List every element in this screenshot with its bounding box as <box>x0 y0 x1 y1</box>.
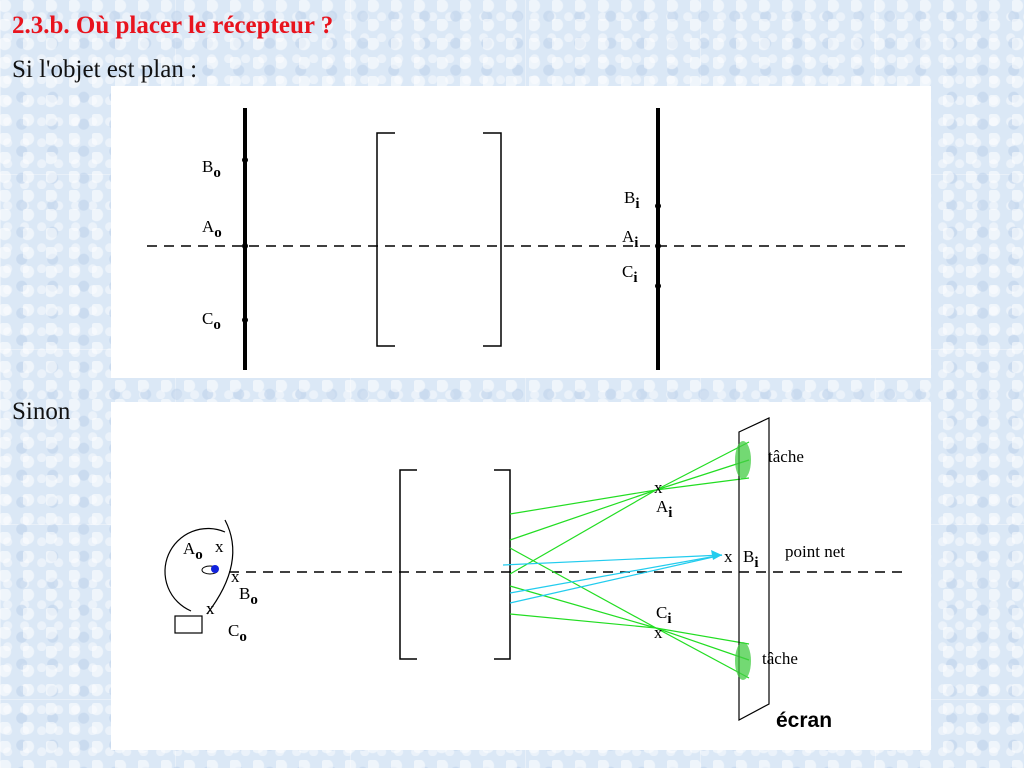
label-ci: Ci <box>622 262 638 286</box>
point-bi <box>655 203 661 209</box>
eye-dot <box>211 565 219 573</box>
screen <box>738 417 770 721</box>
slide-title: 2.3.b. Où placer le récepteur ? <box>12 12 334 39</box>
label-bi: Bi <box>624 188 640 212</box>
cross-bi: x <box>724 547 733 566</box>
cross-co: x <box>206 599 215 618</box>
point-co <box>242 317 248 323</box>
point-ao <box>242 243 248 249</box>
blur-spot-top <box>735 441 751 479</box>
cross-ai: x <box>654 478 663 497</box>
cross-ci: x <box>654 623 663 642</box>
label-ai-2: Ai <box>656 497 672 521</box>
diagram-plane-object-svg: Bo Ao Co Bi Ai Ci <box>147 108 911 370</box>
label-bo: Bo <box>202 157 221 181</box>
label-ecran: écran <box>776 709 832 732</box>
label-tache-top: tâche <box>768 447 804 466</box>
cross-bo: x <box>231 567 240 586</box>
eye-lens-arc <box>206 519 234 615</box>
label-co: Co <box>202 309 221 333</box>
label-bo-2: Bo <box>239 584 258 608</box>
eye-outline <box>164 527 226 612</box>
label-point-net: point net <box>785 542 845 561</box>
cross-ao: x <box>215 537 224 556</box>
green-rays <box>509 441 750 679</box>
arrow-head-bi <box>711 550 722 560</box>
label-co-2: Co <box>228 621 247 645</box>
lens-bracket-right <box>483 132 502 347</box>
sinon-label: Sinon <box>12 398 71 425</box>
label-ao-2: Ao <box>183 539 203 563</box>
lens-bracket-left-2 <box>399 469 417 660</box>
point-ai <box>655 243 661 249</box>
cyan-rays <box>502 554 723 604</box>
blur-spot-bottom <box>735 642 751 680</box>
label-bi-2: Bi <box>743 547 759 571</box>
label-tache-bottom: tâche <box>762 649 798 668</box>
label-ai: Ai <box>622 227 638 251</box>
label-ci-2: Ci <box>656 603 672 627</box>
label-ao: Ao <box>202 217 222 241</box>
point-bo <box>242 157 248 163</box>
slide-subtitle: Si l'objet est plan : <box>12 56 198 83</box>
point-ci <box>655 283 661 289</box>
eye-base <box>174 615 203 634</box>
diagram-non-plane-object: Ao x x Bo x Co <box>111 402 931 750</box>
diagram-plane-object: Bo Ao Co Bi Ai Ci <box>111 86 931 378</box>
lens-bracket-left <box>376 132 395 347</box>
diagram-non-plane-object-svg: Ao x x Bo x Co <box>164 417 906 732</box>
